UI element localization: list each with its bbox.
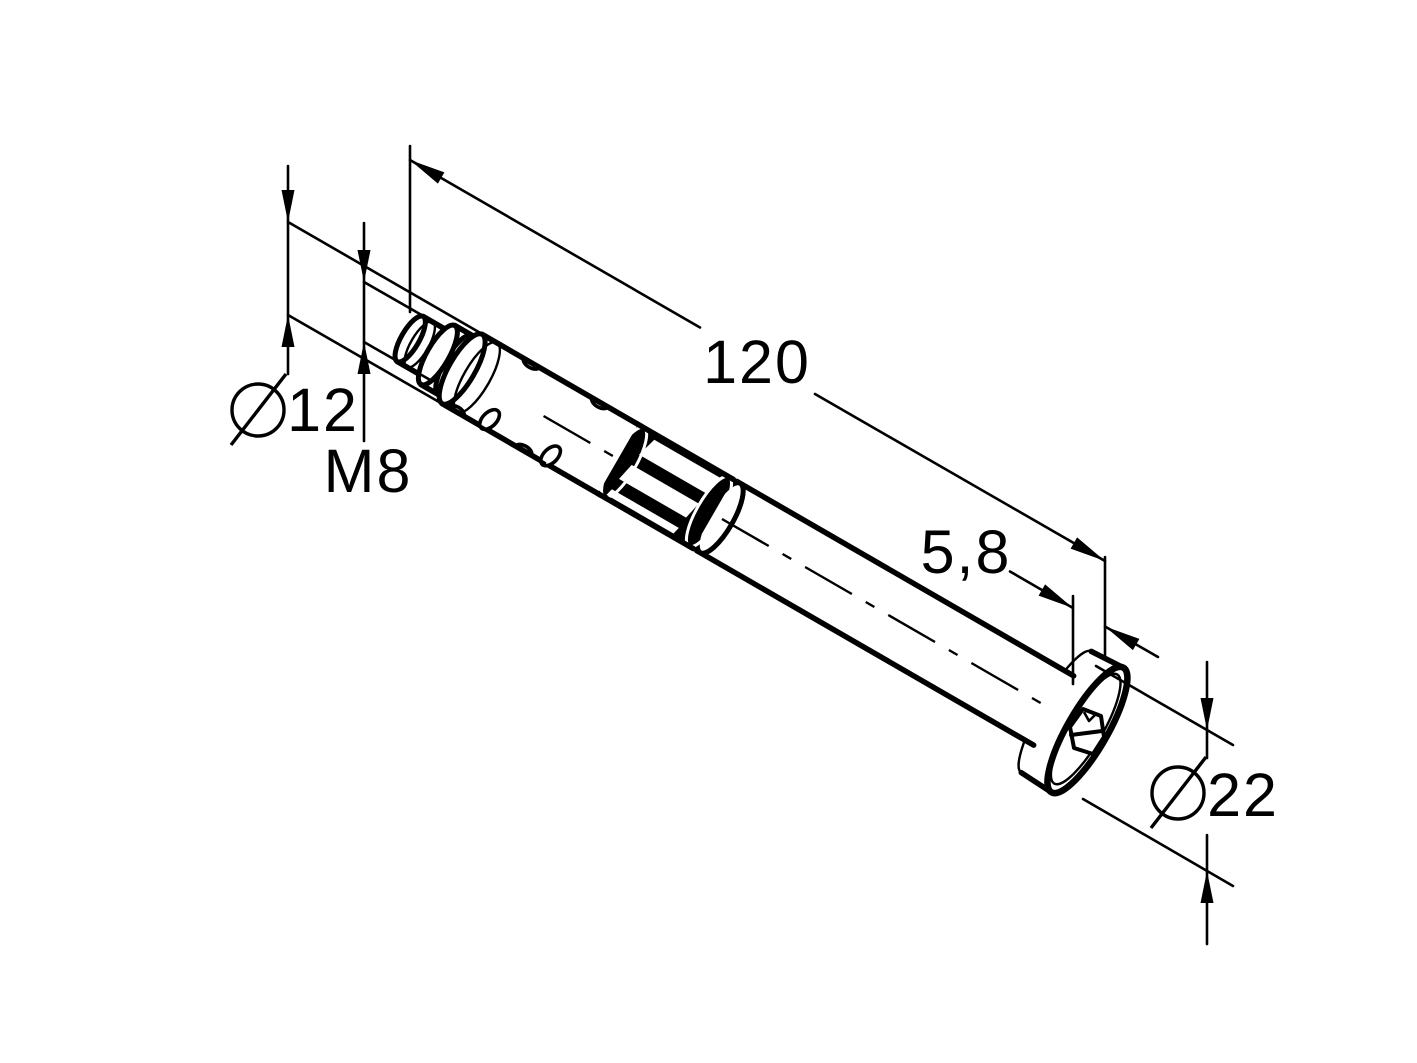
dimension-label-head-diameter: 22	[1207, 761, 1279, 829]
arrowhead	[1070, 537, 1105, 561]
extension-line	[286, 313, 547, 465]
hex-socket-icon	[1068, 707, 1106, 756]
dimension-head-height: 5,8	[921, 518, 1160, 686]
diameter-symbol-icon	[1149, 755, 1208, 830]
sleeve-hole-bottom-2	[514, 442, 534, 457]
arrowhead	[281, 190, 295, 222]
dimension-overall-length: 120	[408, 144, 1107, 660]
arrowhead	[1038, 584, 1073, 608]
arrowhead	[1105, 626, 1140, 651]
arrowhead	[357, 250, 371, 282]
arrowhead	[410, 160, 445, 184]
dimension-label-head-height: 5,8	[921, 518, 1012, 586]
arrowhead	[1200, 698, 1214, 730]
dimension-label-thread: M8	[324, 437, 413, 505]
dimension-label-body-diameter: 12	[287, 376, 359, 444]
extension-line	[362, 280, 448, 331]
arrowhead	[281, 315, 295, 347]
anchor-body	[392, 313, 1131, 797]
extension-line	[362, 340, 434, 383]
sleeve-hole-surface-1	[477, 407, 502, 432]
dimension-head-diameter: 22	[1081, 660, 1279, 946]
dimension-body-diameter: 12	[229, 164, 642, 465]
extension-line	[286, 220, 642, 427]
dimension-thread: M8	[324, 221, 448, 505]
shaft	[694, 478, 1077, 748]
sleeve-hole-surface-2	[538, 444, 563, 468]
arrowhead	[1200, 871, 1214, 903]
dimension-label-length: 120	[703, 328, 811, 396]
centerline	[542, 414, 1052, 711]
sleeve-hole-top-2	[589, 396, 610, 411]
sleeve-hole-bottom-1	[446, 403, 466, 418]
sleeve-hole-top-1	[521, 357, 541, 371]
cage-slot-2	[613, 459, 705, 523]
arrowhead	[357, 342, 371, 374]
expansion-cage	[595, 421, 737, 552]
extension-line	[1094, 664, 1235, 747]
diameter-symbol-icon	[229, 372, 288, 447]
